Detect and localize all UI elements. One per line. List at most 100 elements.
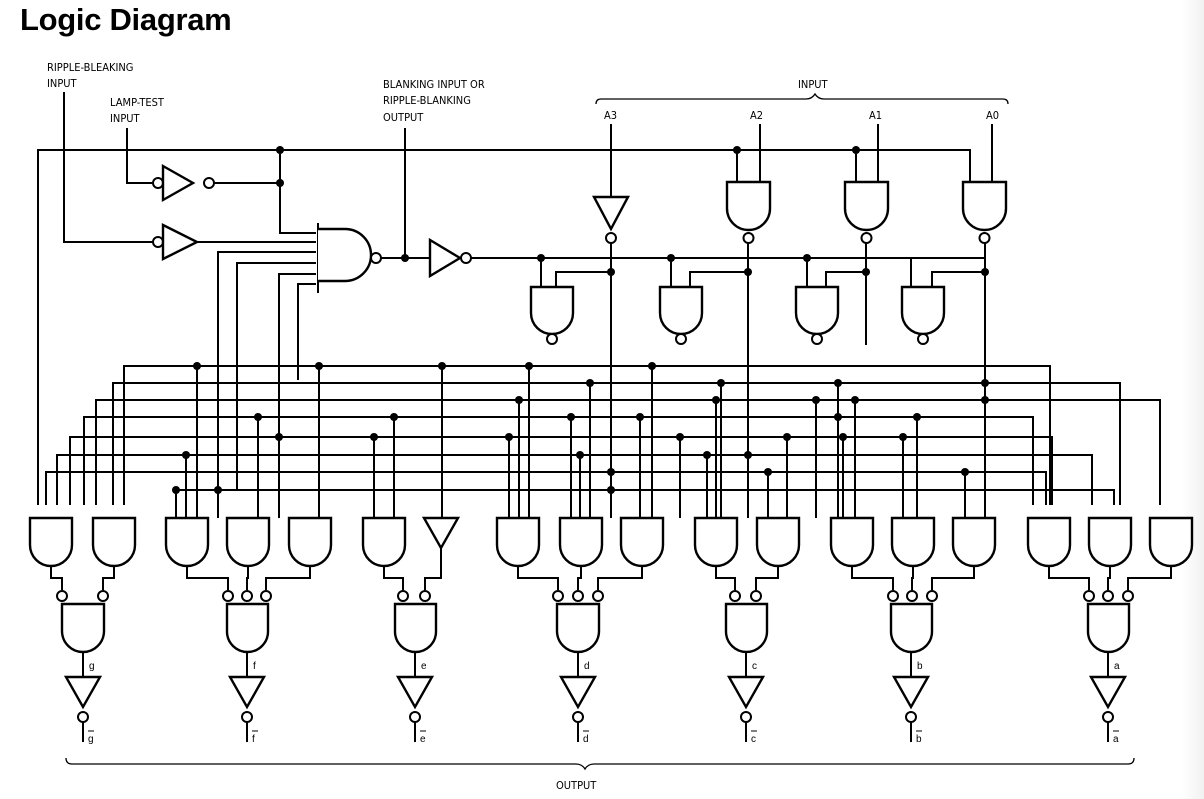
wire <box>577 566 582 590</box>
output-inverter <box>891 675 931 710</box>
junction-dot <box>276 179 284 187</box>
junction-dot <box>899 433 907 441</box>
and-gate <box>1087 516 1133 568</box>
output-inverter <box>227 675 267 710</box>
junction-dot <box>852 146 860 154</box>
junction-dot <box>254 413 262 421</box>
output-brace <box>65 757 1135 771</box>
junction-dot <box>839 433 847 441</box>
wire <box>517 566 559 590</box>
junction-dot <box>803 254 811 262</box>
second-row-nand <box>794 285 840 336</box>
junction-dot <box>401 254 409 262</box>
junction-dot <box>193 362 201 370</box>
wire <box>825 271 866 287</box>
input-label-a2: A2 <box>750 109 763 122</box>
and-gate <box>287 516 333 568</box>
junction-dot <box>981 379 989 387</box>
a1-nand <box>843 180 890 232</box>
wire <box>186 566 229 590</box>
bus-line <box>56 454 1093 505</box>
junction-dot <box>182 451 190 459</box>
wire <box>246 566 249 590</box>
output-nand-gate <box>1086 602 1131 654</box>
inversion-bubble <box>605 232 617 244</box>
output-nand-gate <box>393 602 438 654</box>
inversion-bubble <box>409 711 421 723</box>
junction-dot <box>712 396 720 404</box>
bus-line <box>112 382 1121 505</box>
segment-label: c <box>752 661 757 672</box>
inverted-segment-label: a <box>1113 734 1119 745</box>
and-gate <box>361 516 407 568</box>
inversion-bubble <box>546 333 558 345</box>
segment-label: b <box>917 661 923 672</box>
inversion-bubble <box>397 590 409 602</box>
junction-dot <box>733 146 741 154</box>
and-gate <box>28 516 74 568</box>
inversion-bubble <box>1102 590 1114 602</box>
inversion-bubble <box>917 333 929 345</box>
inversion-bubble <box>97 590 109 602</box>
wire <box>217 251 316 490</box>
junction-dot <box>525 362 533 370</box>
inverted-segment-label: e <box>420 734 426 745</box>
wire <box>265 566 311 590</box>
wire <box>383 566 404 590</box>
inversion-bubble <box>675 333 687 345</box>
junction-dot <box>783 433 791 441</box>
wire <box>279 150 316 234</box>
and-gate <box>693 516 739 568</box>
junction-dot <box>676 433 684 441</box>
buffer-gate <box>421 516 461 551</box>
inverted-segment-label: d <box>583 734 589 745</box>
junction-dot <box>567 413 575 421</box>
output-nand-gate <box>60 602 106 654</box>
wire <box>297 283 316 380</box>
and-gate <box>91 516 137 568</box>
inversion-bubble <box>729 590 741 602</box>
wire <box>715 566 736 590</box>
a2-nand <box>725 180 772 232</box>
inversion-bubble <box>552 590 564 602</box>
and-gate <box>755 516 801 568</box>
blanking-label: BLANKING INPUT OR <box>383 78 485 91</box>
segment-label: f <box>253 661 256 672</box>
junction-dot <box>515 396 523 404</box>
junction-dot <box>586 379 594 387</box>
ripple-blanking-input-label-2: INPUT <box>47 77 78 90</box>
and-gate <box>225 516 271 568</box>
junction-dot <box>961 468 969 476</box>
ripple-blanking-buffer <box>161 223 200 261</box>
inversion-bubble <box>926 590 938 602</box>
junction-dot <box>764 468 772 476</box>
wire <box>911 566 914 590</box>
bus-line <box>83 416 1034 505</box>
inversion-bubble <box>860 232 873 244</box>
lamp-test-input-label-2: INPUT <box>110 112 141 125</box>
junction-dot <box>390 413 398 421</box>
junction-dot <box>370 433 378 441</box>
and-gate <box>558 516 604 568</box>
junction-dot <box>851 396 859 404</box>
inversion-bubble <box>1083 590 1095 602</box>
inversion-bubble <box>203 177 215 189</box>
bus-line <box>45 471 1047 505</box>
second-row-nand <box>900 285 946 336</box>
junction-dot <box>214 486 222 494</box>
inversion-bubble <box>241 711 253 723</box>
lamp-test-input-label: LAMP-TEST <box>110 96 165 109</box>
inversion-bubble <box>811 333 823 345</box>
and-gate <box>1026 516 1072 568</box>
junction-dot <box>812 396 820 404</box>
wire <box>102 566 115 590</box>
blanking-inverter <box>428 237 463 279</box>
and-gate <box>495 516 541 568</box>
junction-dot <box>438 362 446 370</box>
lamp-test-inverter <box>161 163 196 203</box>
inverted-segment-label: g <box>88 734 94 745</box>
segment-label: a <box>1114 661 1120 672</box>
output-nand-gate <box>889 602 934 654</box>
output-group-label: OUTPUT <box>556 779 597 792</box>
wire <box>555 271 611 287</box>
